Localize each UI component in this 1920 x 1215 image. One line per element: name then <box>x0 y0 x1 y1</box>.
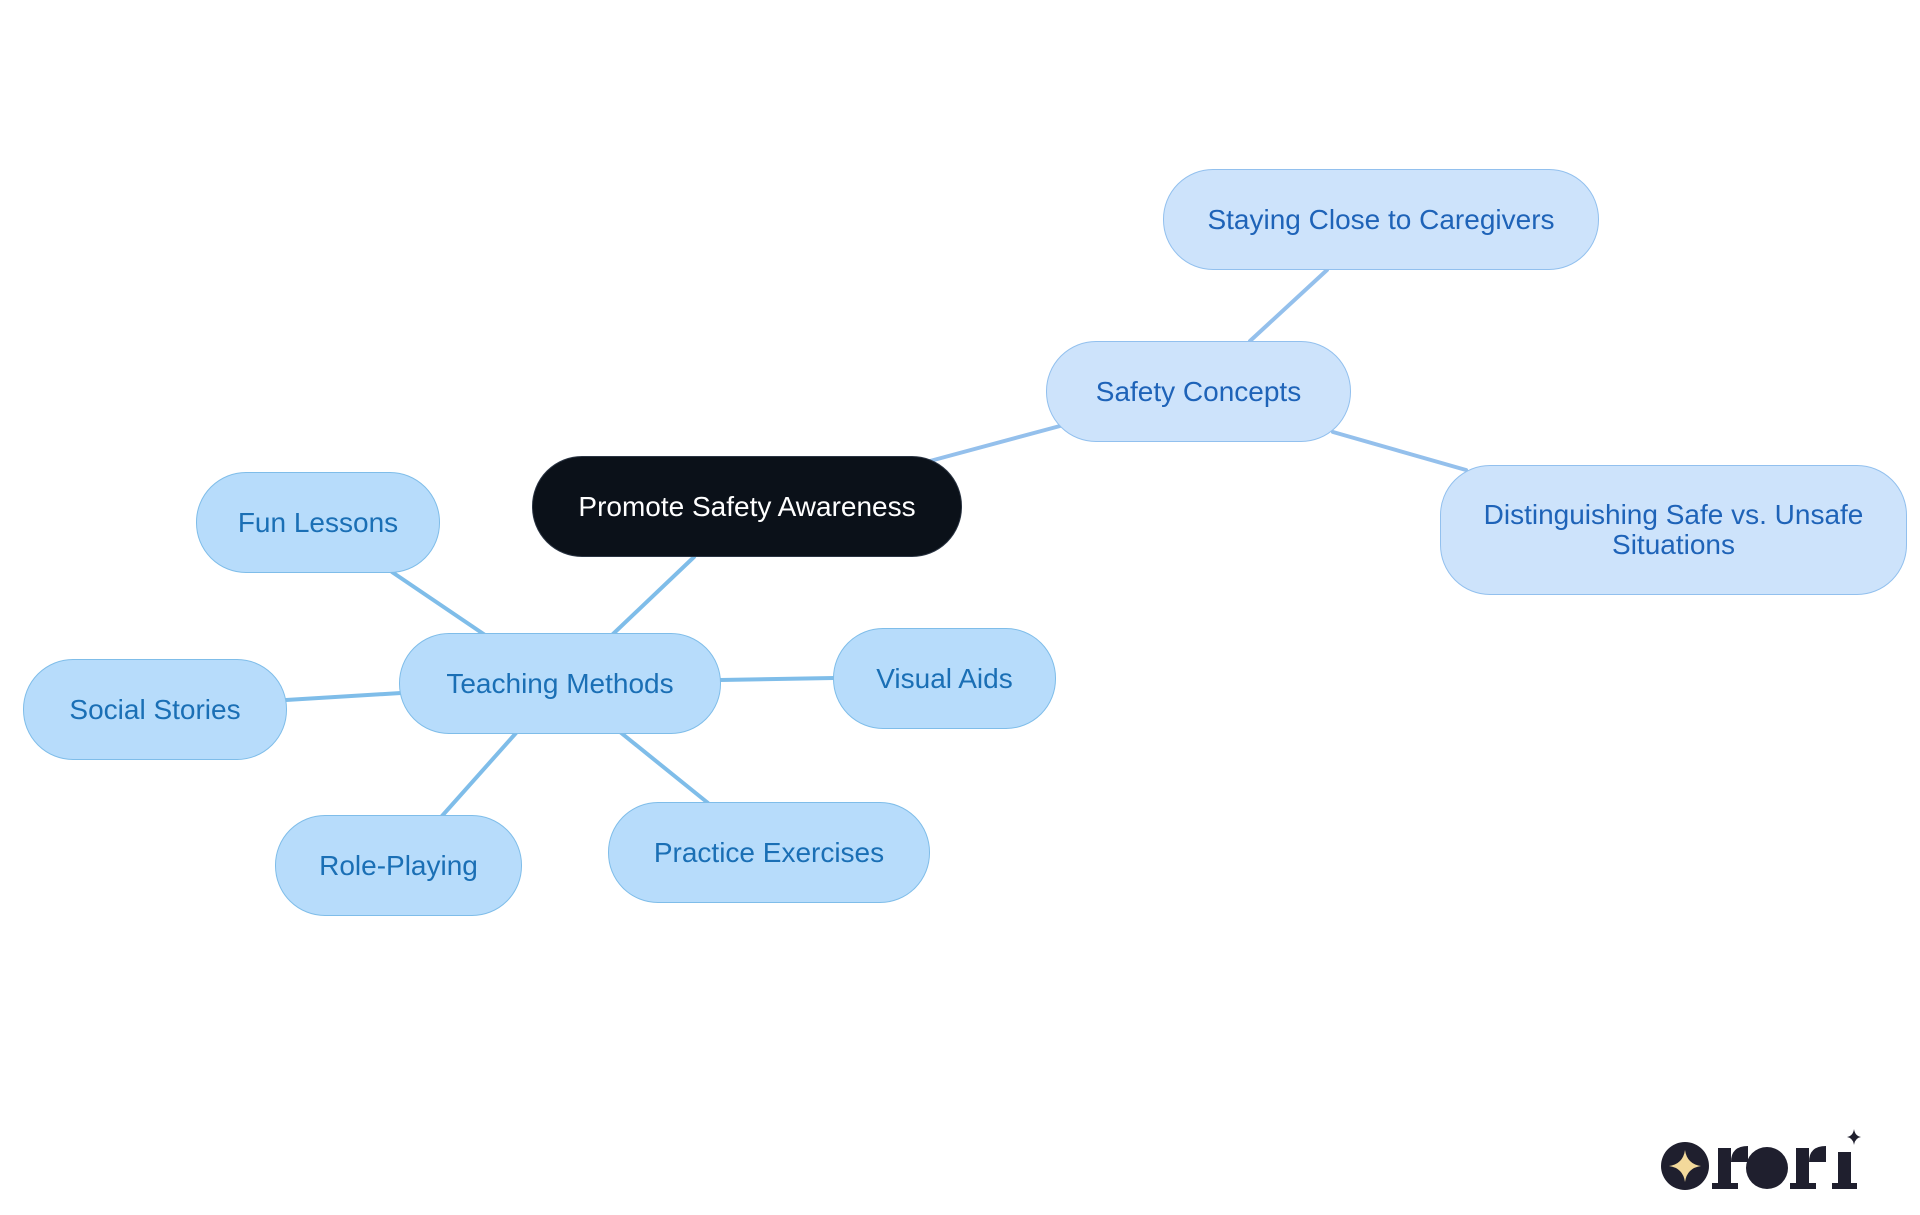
node-label: Fun Lessons <box>237 506 399 538</box>
edge-teaching-role-playing <box>440 731 518 818</box>
edge-teaching-visual-aids <box>718 676 836 682</box>
node-promote-safety-awareness: Promote Safety Awareness <box>532 456 962 557</box>
node-visual-aids: Visual Aids <box>833 628 1056 729</box>
node-label: Safety Concepts <box>1095 375 1302 407</box>
edge-teaching-practice-exercises <box>618 730 710 805</box>
node-label: Social Stories <box>69 693 241 725</box>
edge-safety-concepts-staying-close <box>1248 268 1329 343</box>
node-teaching-methods: Teaching Methods <box>399 633 721 734</box>
edge-root-teaching-methods <box>610 555 696 637</box>
node-distinguishing-safe-vs-unsafe: Distinguishing Safe vs. Unsafe Situation… <box>1440 465 1907 595</box>
node-label: Promote Safety Awareness <box>578 490 916 522</box>
node-label: Visual Aids <box>876 662 1013 694</box>
sparkle-star <box>1669 1150 1701 1182</box>
edge-teaching-fun-lessons <box>390 570 487 637</box>
node-label: Role-Playing <box>319 849 478 881</box>
node-label: Teaching Methods <box>446 667 674 699</box>
logo-wordmark <box>1712 1129 1861 1189</box>
node-fun-lessons: Fun Lessons <box>196 472 440 573</box>
node-staying-close-to-caregivers: Staying Close to Caregivers <box>1163 169 1599 270</box>
node-label: Distinguishing Safe vs. Unsafe Situation… <box>1483 499 1864 560</box>
edge-teaching-social-stories <box>284 691 403 702</box>
node-social-stories: Social Stories <box>23 659 287 760</box>
node-role-playing: Role-Playing <box>275 815 522 916</box>
node-practice-exercises: Practice Exercises <box>608 802 930 903</box>
edge-root-safety-concepts <box>928 424 1062 463</box>
edge-safety-concepts-distinguishing <box>1331 430 1468 472</box>
node-label: Practice Exercises <box>653 836 885 868</box>
node-label: Staying Close to Caregivers <box>1207 203 1555 235</box>
rori-logo <box>1661 1129 1861 1190</box>
node-safety-concepts: Safety Concepts <box>1046 341 1351 442</box>
